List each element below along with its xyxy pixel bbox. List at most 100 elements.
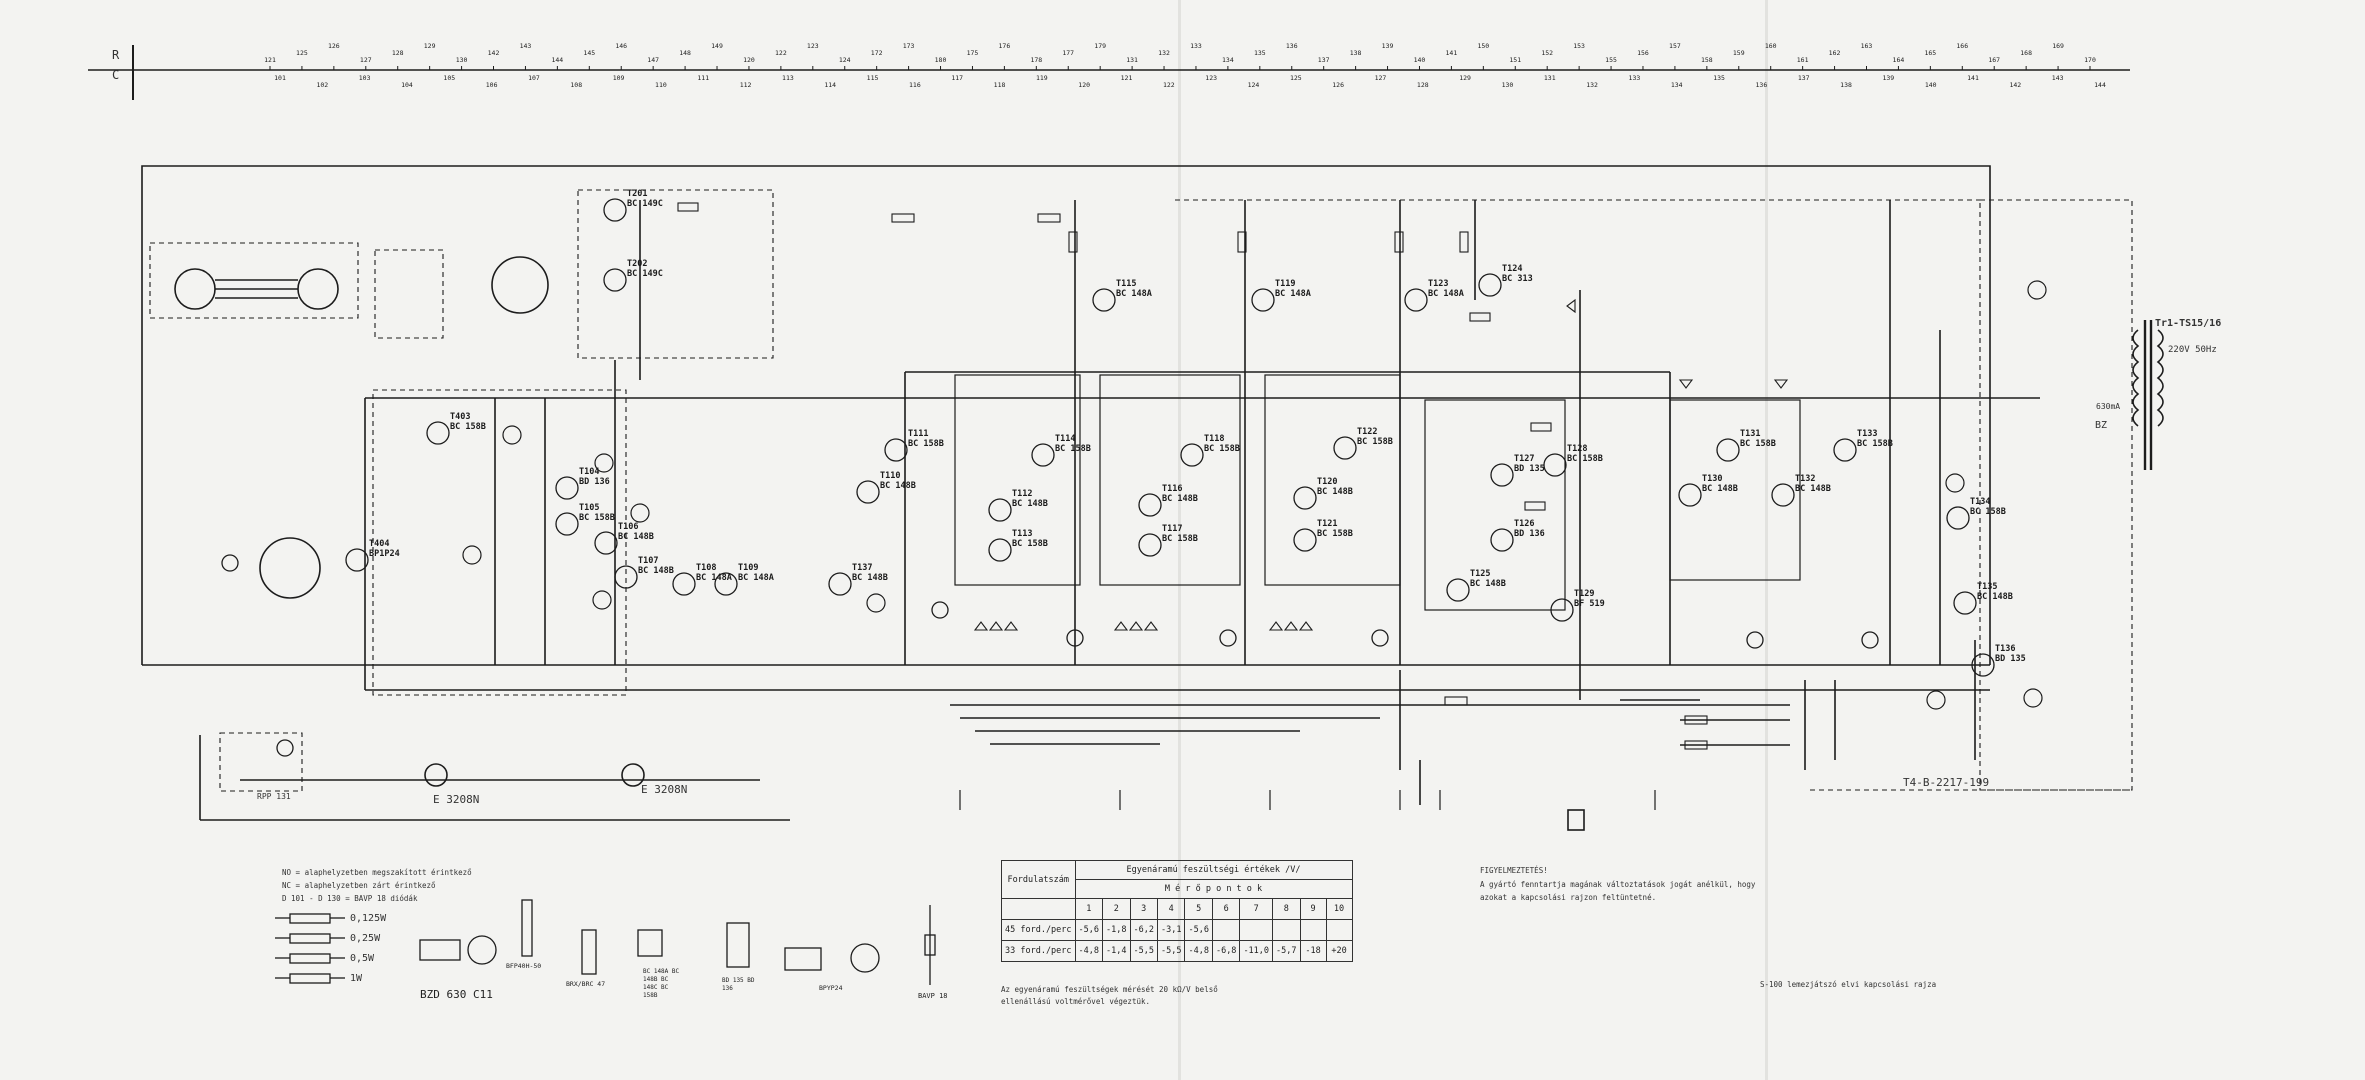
ruler-tick-bottom-11: 112 xyxy=(740,81,752,89)
voltage-table: Fordulatszám Egyenáramú feszültségi érté… xyxy=(1001,860,1353,962)
part-caption-diode: BAVP 18 xyxy=(918,992,948,1000)
ruler-tick-top-25: 177 xyxy=(1062,49,1074,57)
ruler-tick-bottom-25: 126 xyxy=(1332,81,1344,89)
ruler-tick-top-19: 172 xyxy=(871,49,883,57)
ruler-tick-bottom-9: 110 xyxy=(655,81,667,89)
transistor-type-label: BC 158B xyxy=(1317,529,1353,539)
transistor-t133 xyxy=(1833,438,1857,462)
drawing-number: T4-B-2217-199 xyxy=(1903,776,1990,789)
ruler-tick-top-45: 158 xyxy=(1701,56,1713,64)
transistor-t105 xyxy=(555,512,579,536)
transistor-type-label: BC 158B xyxy=(908,439,944,449)
ruler-tick-top-22: 175 xyxy=(967,49,979,57)
ruler-tick-top-53: 166 xyxy=(1956,42,1968,50)
ruler-tick-top-23: 176 xyxy=(999,42,1011,50)
part-caption-transistors: BC 148A BC 148B BC 148C BC 158B xyxy=(643,968,680,999)
transistor-type-label: BC 148B xyxy=(618,532,654,542)
transistor-t131 xyxy=(1716,438,1740,462)
transistor-ref-label: T122 xyxy=(1357,427,1377,437)
transistor-t122 xyxy=(1333,436,1357,460)
stage-block xyxy=(1099,374,1241,586)
zener-package xyxy=(467,935,497,965)
ruler-tick-bottom-33: 134 xyxy=(1671,81,1683,89)
transistor-ref-label: T114 xyxy=(1055,434,1075,444)
ruler-tick-bottom-31: 132 xyxy=(1586,81,1598,89)
selector-switch xyxy=(491,256,549,314)
transistor-t108 xyxy=(672,572,696,596)
lamp-z1 xyxy=(221,554,239,572)
transistor-ref-label: T136 xyxy=(1995,644,2015,654)
ruler-tick-top-24: 178 xyxy=(1030,56,1042,64)
transistor-type-label: BC 158B xyxy=(579,513,615,523)
ruler-tick-top-33: 137 xyxy=(1318,56,1330,64)
ruler-tick-top-37: 141 xyxy=(1446,49,1458,57)
ruler-tick-top-16: 122 xyxy=(775,49,787,57)
transistor-ref-label: T129 xyxy=(1574,589,1594,599)
transistor-t109 xyxy=(714,572,738,596)
transistor-type-label: BD 135 xyxy=(1514,464,1545,474)
transistor-t134 xyxy=(1946,506,1970,530)
voltage-table-col: 1 xyxy=(1074,898,1104,920)
motor-m1-label: E 3208N xyxy=(433,793,480,806)
legend-nc: NC = alaphelyzetben zárt érintkező xyxy=(282,881,436,890)
transistor-ref-label: T201 xyxy=(627,189,647,199)
resistor-r150 xyxy=(891,213,915,223)
ruler-tick-bottom-5: 106 xyxy=(486,81,498,89)
voltage-table-title: Egyenáramú feszültségi értékek /V/ xyxy=(1074,860,1353,880)
secondary-winding xyxy=(2156,329,2164,427)
micro-switch xyxy=(1567,809,1585,831)
transistor-ref-label: T109 xyxy=(738,563,758,573)
transistor-ref-label: T111 xyxy=(908,429,928,439)
ruler-tick-bottom-17: 118 xyxy=(994,81,1006,89)
ruler-tick-bottom-42: 143 xyxy=(2052,74,2064,82)
transistor-t127 xyxy=(1490,463,1514,487)
measure-point-9 xyxy=(2023,688,2043,708)
photo-disc xyxy=(259,537,321,599)
paper-fold-line xyxy=(1765,0,1768,1080)
ruler-row-c: C xyxy=(112,68,120,82)
connector-frame xyxy=(374,249,444,339)
voltage-table-col: 9 xyxy=(1299,898,1327,920)
transistor-type-label: BC 148B xyxy=(1012,499,1048,509)
measure-point-2 xyxy=(502,425,522,445)
ruler-tick-top-15: 120 xyxy=(743,56,755,64)
transistor-type-label: BC 148B xyxy=(1317,487,1353,497)
ruler-tick-bottom-0: 101 xyxy=(274,74,286,82)
ruler-tick-top-35: 139 xyxy=(1382,42,1394,50)
drawing-caption: S-100 lemezjátszó elvi kapcsolási rajza xyxy=(1760,980,1937,989)
transistor-t129 xyxy=(1550,598,1574,622)
paper-fold-line xyxy=(1178,0,1181,1080)
ruler-tick-top-56: 169 xyxy=(2052,42,2064,50)
transistor-t202 xyxy=(603,268,627,292)
lamp-z6 xyxy=(1746,631,1764,649)
ruler-tick-top-14: 149 xyxy=(711,42,723,50)
resistor-r148 xyxy=(1068,231,1078,253)
lamp-z7 xyxy=(1861,631,1879,649)
ruler-tick-top-41: 153 xyxy=(1573,42,1585,50)
transistor-t104 xyxy=(555,476,579,500)
transistor-ref-label: T132 xyxy=(1795,474,1815,484)
din-socket xyxy=(297,268,339,310)
diode-d105 xyxy=(973,621,989,631)
preamp-frame xyxy=(577,189,774,359)
ruler-tick-top-29: 133 xyxy=(1190,42,1202,50)
voltage-table-col: 8 xyxy=(1272,898,1301,920)
ruler-tick-bottom-13: 114 xyxy=(824,81,836,89)
transistor-type-label: BF 519 xyxy=(1574,599,1605,609)
ruler-tick-bottom-43: 144 xyxy=(2094,81,2106,89)
motor-m1 xyxy=(424,763,448,787)
ruler-tick-top-7: 142 xyxy=(488,49,500,57)
ruler-tick-bottom-3: 104 xyxy=(401,81,413,89)
transistor-ref-label: T120 xyxy=(1317,477,1337,487)
transistor-ref-label: T404 xyxy=(369,539,389,549)
transistor-ref-label: T117 xyxy=(1162,524,1182,534)
rc-label: RPP 131 xyxy=(257,792,291,801)
voltage-table-col: 10 xyxy=(1325,898,1353,920)
resistor-025w-symbol xyxy=(289,933,331,944)
transistor-type-label: BP1P24 xyxy=(369,549,400,559)
ruler-tick-top-21: 180 xyxy=(935,56,947,64)
ruler-tick-top-50: 163 xyxy=(1861,42,1873,50)
diode-d116 xyxy=(1283,621,1299,631)
transistor-ref-label: T115 xyxy=(1116,279,1136,289)
transistor-type-label: BD 135 xyxy=(1995,654,2026,664)
